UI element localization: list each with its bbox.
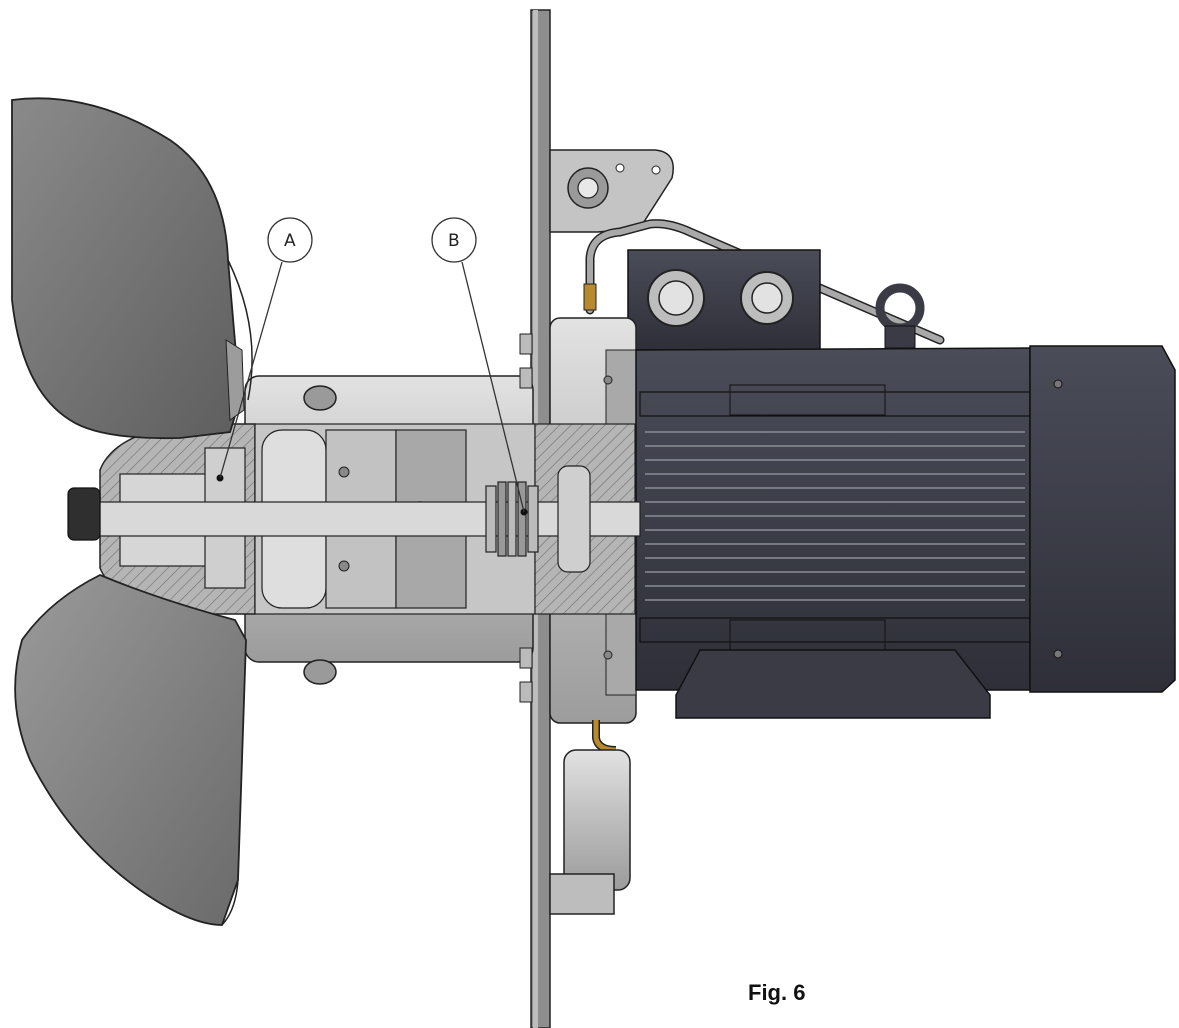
callout-b: B bbox=[431, 217, 525, 513]
moisture-sensor-chamber bbox=[549, 720, 631, 915]
callout-b-label: B bbox=[448, 231, 460, 251]
lifting-bracket bbox=[549, 149, 674, 233]
terminal-box bbox=[627, 249, 821, 351]
electric-motor bbox=[635, 345, 1176, 719]
callout-a: A bbox=[219, 217, 313, 479]
lifting-eye bbox=[875, 283, 925, 349]
section-cutaway bbox=[67, 423, 641, 615]
propeller-blade-bottom bbox=[14, 574, 247, 926]
callout-a-label: A bbox=[284, 231, 296, 251]
figure-caption: Fig. 6 bbox=[748, 980, 806, 1005]
mechanical-seal bbox=[485, 481, 539, 557]
propeller-blade-top bbox=[11, 97, 253, 440]
cable-pipe bbox=[583, 219, 945, 345]
